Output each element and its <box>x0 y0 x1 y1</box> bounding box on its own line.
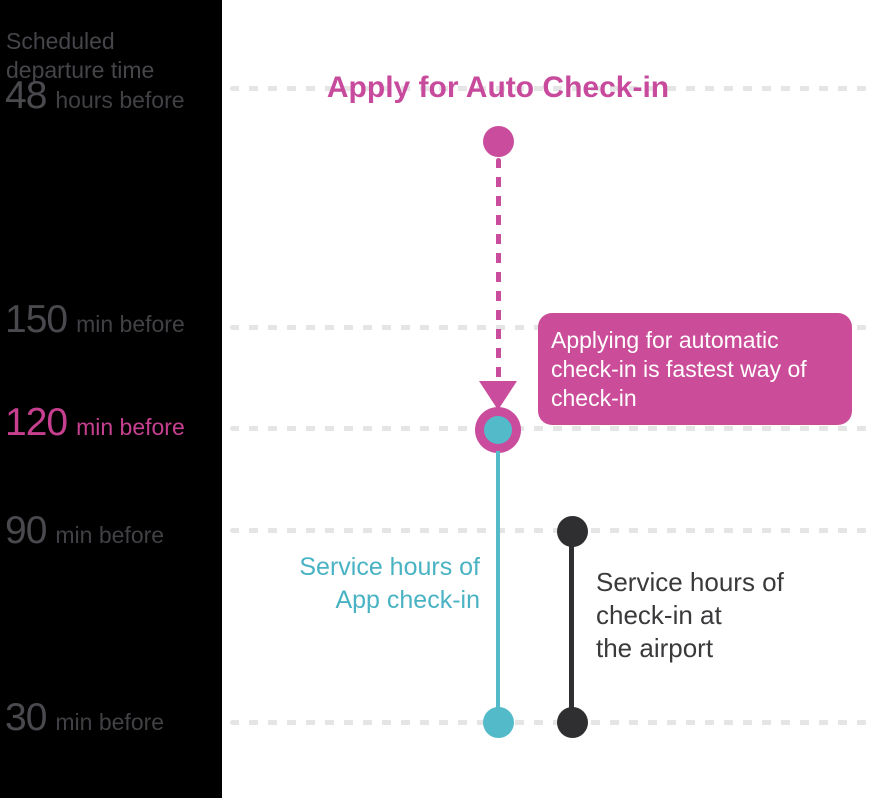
axis-header-line2: departure time <box>6 57 155 83</box>
tick-value: 120 <box>5 401 68 444</box>
tick-unit: min before <box>55 709 165 735</box>
auto-checkin-dashed-line <box>496 158 501 380</box>
app-checkin-end-dot <box>483 707 514 738</box>
airport-checkin-label-line3: the airport <box>596 633 714 663</box>
gridline-48-hours <box>230 86 867 91</box>
airport-checkin-label: Service hours of check-in at the airport <box>596 566 784 665</box>
arrow-down-icon <box>479 381 517 410</box>
tick-48-hours-before: 48 hours before <box>5 76 185 115</box>
tick-120-min-before-highlighted: 120 min before <box>5 403 185 442</box>
tick-90-min-before: 90 min before <box>5 511 164 550</box>
airport-checkin-span-line <box>569 531 574 722</box>
gridline-120-min <box>230 426 867 431</box>
auto-checkin-start-dot <box>483 126 514 157</box>
tick-unit: min before <box>55 522 165 548</box>
tick-value: 150 <box>5 298 68 341</box>
app-checkin-label-line1: Service hours of <box>299 553 480 581</box>
tick-value: 48 <box>5 74 47 117</box>
airport-checkin-label-line1: Service hours of <box>596 567 784 597</box>
gridline-30-min <box>230 720 867 725</box>
auto-checkin-callout: Applying for automatic check-in is faste… <box>538 313 852 425</box>
tick-unit: hours before <box>55 87 185 113</box>
auto-checkin-120min-marker-core <box>484 416 512 444</box>
airport-checkin-end-dot <box>557 707 588 738</box>
tick-value: 90 <box>5 509 47 552</box>
callout-line1: Applying for automatic <box>551 327 779 353</box>
callout-line3: check-in <box>551 385 637 411</box>
diagram-title: Apply for Auto Check-in <box>326 71 670 104</box>
tick-unit: min before <box>76 311 185 337</box>
axis-header-line1: Scheduled <box>6 28 115 54</box>
airport-checkin-start-dot <box>557 516 588 547</box>
app-checkin-label-line2: App check-in <box>335 586 480 614</box>
time-axis-panel: Scheduled departure time 48 hours before… <box>0 0 222 798</box>
axis-header: Scheduled departure time <box>6 27 154 85</box>
tick-value: 30 <box>5 696 47 739</box>
tick-30-min-before: 30 min before <box>5 698 164 737</box>
gridline-90-min <box>230 528 867 533</box>
app-checkin-label: Service hours of App check-in <box>299 551 480 617</box>
airport-checkin-label-line2: check-in at <box>596 600 722 630</box>
tick-unit: min before <box>76 414 185 440</box>
auto-checkin-120min-marker <box>475 407 521 453</box>
callout-line2: check-in is fastest way of <box>551 356 807 382</box>
tick-150-min-before: 150 min before <box>5 300 185 339</box>
app-checkin-span-line <box>496 451 500 723</box>
